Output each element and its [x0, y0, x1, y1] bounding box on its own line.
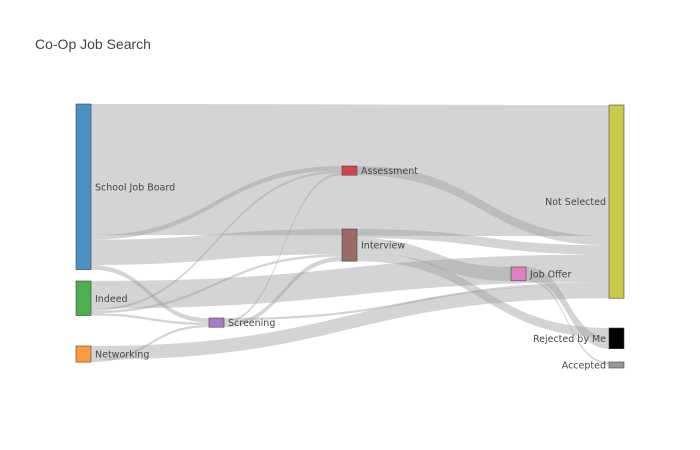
- link-assessment-to-notselected: [357, 166, 609, 246]
- link-screening-to-interview: [224, 256, 342, 328]
- node-interview: [341, 228, 358, 262]
- node-label-screening: Screening: [228, 318, 275, 329]
- link-indeed-to-assessment: [91, 170, 342, 311]
- link-joboffer-to-rejected: [526, 267, 609, 349]
- node-school: [75, 103, 92, 270]
- link-screening-to-notselected: [224, 282, 609, 321]
- node-label-networking: Networking: [95, 350, 149, 361]
- sankey-nodes: [75, 103, 625, 369]
- link-interview-to-notselected: [357, 229, 609, 255]
- sankey-links: [91, 104, 609, 365]
- link-indeed-to-interview: [91, 254, 342, 314]
- link-interview-to-rejected: [357, 252, 609, 338]
- node-label-rejected: Rejected by Me: [533, 334, 606, 345]
- node-accepted: [608, 361, 625, 369]
- node-label-school: School Job Board: [95, 182, 175, 193]
- node-label-accepted: Accepted: [562, 361, 606, 372]
- node-rejected: [608, 327, 625, 350]
- node-joboffer: [510, 266, 527, 282]
- link-networking-to-notselected: [91, 284, 609, 360]
- node-screening: [208, 317, 225, 328]
- link-school-to-assessment: [91, 166, 342, 240]
- node-assessment: [341, 165, 358, 176]
- link-networking-to-screening: [91, 324, 209, 363]
- link-screening-to-assessment: [224, 172, 342, 323]
- node-indeed: [75, 280, 92, 316]
- chart-title: Co-Op Job Search: [35, 36, 151, 52]
- link-indeed-to-screening: [91, 313, 209, 325]
- node-label-indeed: Indeed: [95, 294, 128, 305]
- link-indeed-to-notselected: [91, 254, 609, 309]
- link-school-to-screening: [91, 265, 209, 323]
- node-label-assessment: Assessment: [361, 166, 418, 177]
- node-notselected: [608, 104, 625, 299]
- node-label-joboffer: Job Offer: [529, 269, 572, 280]
- node-label-interview: Interview: [361, 241, 405, 252]
- node-networking: [75, 345, 92, 363]
- node-label-notselected: Not Selected: [545, 197, 606, 208]
- link-joboffer-to-accepted: [526, 278, 609, 365]
- link-interview-to-joboffer: [357, 238, 511, 281]
- link-school-to-interview: [91, 229, 342, 265]
